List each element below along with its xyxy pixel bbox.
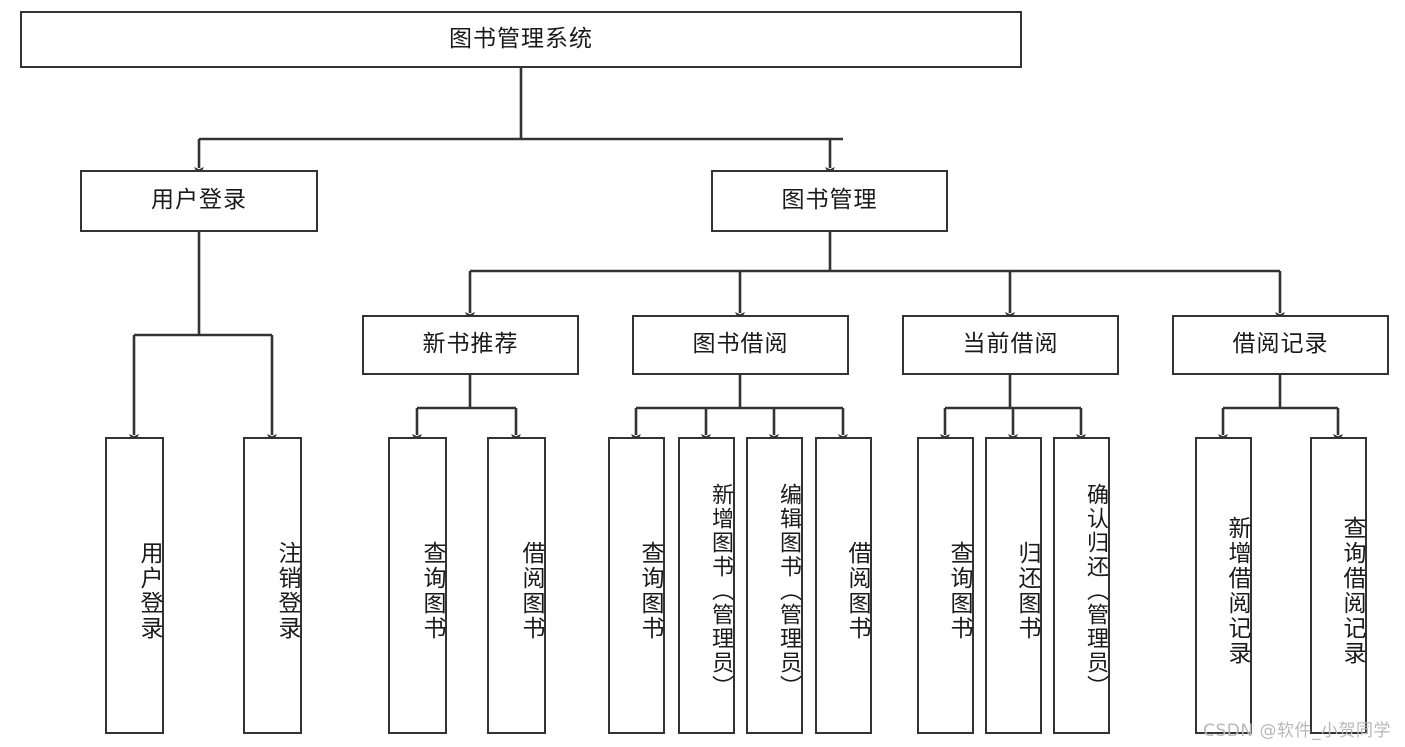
node-current-borrow[interactable]: 当前借阅 [902,315,1119,375]
node-leaf-query-borrow-record[interactable]: 查询借阅记录 [1310,437,1367,734]
node-leaf-query-book-borrow[interactable]: 查询图书 [608,437,665,734]
csdn-watermark: CSDN @软件_小贺同学 [1203,721,1391,741]
node-leaf-borrow-book[interactable]: 借阅图书 [815,437,872,734]
node-book-borrow[interactable]: 图书借阅 [632,315,849,375]
node-leaf-return-book[interactable]: 归还图书 [985,437,1042,734]
node-leaf-add-book-admin[interactable]: 新增图书（管理员） [678,437,735,734]
node-leaf-add-borrow-record[interactable]: 新增借阅记录 [1195,437,1252,734]
node-leaf-edit-book-admin[interactable]: 编辑图书（管理员） [746,437,803,734]
node-book-manage[interactable]: 图书管理 [711,170,948,232]
node-new-book-recommend[interactable]: 新书推荐 [362,315,579,375]
node-leaf-query-book-recommend[interactable]: 查询图书 [388,437,447,734]
node-leaf-borrow-book-recommend[interactable]: 借阅图书 [487,437,546,734]
node-user-login[interactable]: 用户登录 [80,170,318,232]
node-leaf-user-login[interactable]: 用户登录 [105,437,164,734]
node-borrow-record[interactable]: 借阅记录 [1172,315,1389,375]
node-root[interactable]: 图书管理系统 [20,11,1022,68]
node-leaf-confirm-return-admin[interactable]: 确认归还（管理员） [1053,437,1110,734]
node-leaf-logout[interactable]: 注销登录 [243,437,302,734]
node-leaf-query-book-current[interactable]: 查询图书 [917,437,974,734]
